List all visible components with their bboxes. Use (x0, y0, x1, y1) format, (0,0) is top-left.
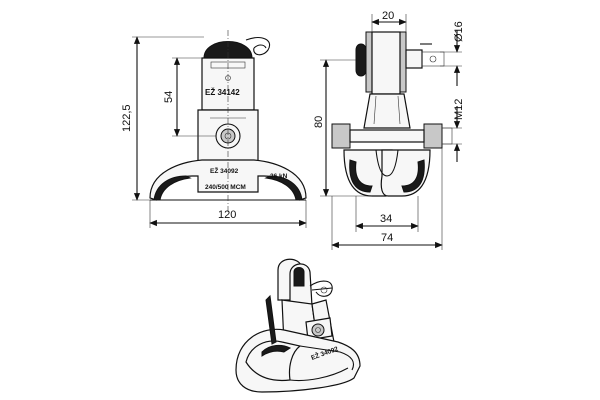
front-saddle: EŽ 34092 26 kN 240/500 MCM (149, 159, 307, 201)
dim-pin-width-label: 20 (382, 10, 394, 22)
front-shackle-pin (203, 37, 270, 61)
load-rating: 26 kN (270, 173, 288, 180)
dimension-inner-width: 34 (355, 196, 419, 232)
side-clamp-jaws (343, 149, 431, 197)
dimension-upper-height: 54 (163, 57, 216, 137)
dim-upper-height-label: 54 (163, 91, 175, 103)
side-bolt (331, 123, 453, 149)
iso-shackle (277, 258, 333, 307)
dim-width-label: 120 (218, 209, 236, 221)
side-stem (363, 93, 411, 129)
dimension-pin-width: 20 (371, 10, 407, 32)
dim-side-height-label: 80 (313, 116, 325, 128)
side-view: 20 Ø16 M12 80 34 (313, 10, 465, 250)
iso-saddle: EŽ 34092 (235, 294, 361, 393)
dimension-outer-width: 74 (331, 148, 443, 250)
dim-bolt-label: M12 (453, 99, 465, 120)
dim-total-height-label: 122,5 (121, 104, 133, 132)
part-number-upper: EŽ 34142 (205, 88, 240, 97)
part-number-lower: EŽ 34092 (210, 166, 239, 175)
dim-pin-diameter-label: Ø16 (453, 21, 465, 42)
conductor-range: 240/500 MCM (205, 184, 246, 191)
dimension-total-height: 122,5 (121, 36, 204, 201)
dimension-width: 120 (149, 200, 307, 228)
isometric-view: EŽ 34092 (235, 258, 361, 393)
dim-inner-width-label: 34 (380, 213, 392, 225)
dim-outer-width-label: 74 (381, 232, 393, 244)
dimension-pin-diameter: Ø16 (440, 21, 465, 86)
front-view: EŽ 34142 EŽ 34092 26 kN 240/500 MCM (121, 30, 307, 228)
dimension-bolt: M12 (442, 99, 465, 162)
side-pin (355, 31, 445, 95)
dimension-side-height: 80 (313, 59, 372, 197)
